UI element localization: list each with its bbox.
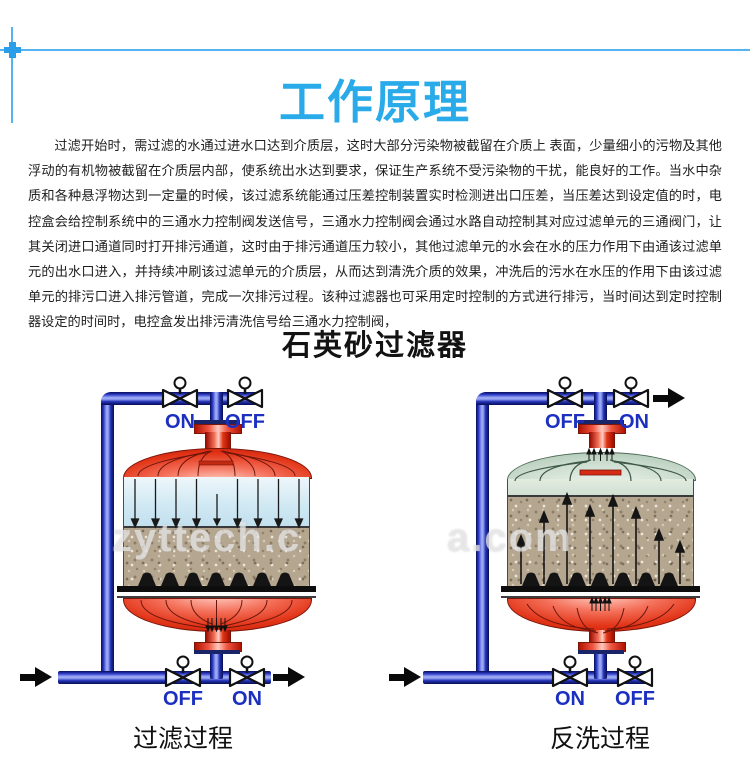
valve-icon [228,655,266,688]
flange-bar [194,420,240,424]
valve-state-label: ON [165,411,195,433]
tank-inlet-pipe [210,392,223,426]
flow-lines-graphic [130,450,304,633]
nozzle-plate [117,592,316,598]
valve-state-label: ON [232,688,262,710]
inflow-arrow-icon [20,667,52,687]
outflow-arrow-icon [273,667,305,687]
tank-inlet-pipe [594,647,607,679]
valve-icon [546,376,584,409]
bottom-neck [205,630,231,642]
nozzle-plate [117,586,316,592]
diagram-caption: 过滤过程 [132,726,233,753]
flow-lines-graphic [514,448,687,634]
valve-icon [551,655,589,688]
valve-icon [616,655,654,688]
top-neck [589,432,615,448]
tank-outlet-pipe [210,647,223,679]
backwash-diagram: OFF ON ON OFF 反洗过程 [389,375,743,764]
left-rule-line [11,27,13,123]
top-rule-line [0,49,750,51]
top-neck [205,432,231,450]
valve-icon [164,655,202,688]
valve-state-label: OFF [545,411,585,433]
watermark-text: zyttech.c [112,516,302,560]
flange-bar [578,650,624,654]
water-band [507,479,694,495]
valve-icon [612,376,650,409]
diagram-caption: 反洗过程 [549,726,650,753]
crosshair-icon [9,42,16,58]
valve-state-label: OFF [225,411,265,433]
tank-outlet-pipe [594,392,607,423]
valve-icon [161,376,199,409]
section-subtitle: 石英砂过滤器 [281,330,468,362]
flange-bar [194,650,240,654]
filtration-diagram: ON OFF OFF ON 过滤过程 [18,375,368,764]
valve-state-label: ON [619,411,649,433]
riser-pipe [101,392,114,684]
nozzle-plate [501,586,700,592]
watermark-text: a.com [447,516,573,560]
valve-icon [226,376,264,409]
valve-state-label: OFF [615,688,655,710]
outflow-arrow-icon [653,388,685,408]
page-title: 工作原理 [279,76,471,128]
flange-bar [578,420,624,424]
sand-media-layer [507,495,694,588]
inflow-arrow-icon [389,667,421,687]
principle-paragraph: 过滤开始时，需过滤的水通过进水口达到介质层，这时大部分污染物被截留在介质上 表面… [28,138,722,330]
valve-state-label: ON [555,688,585,710]
valve-state-label: OFF [163,688,203,710]
bottom-neck [589,630,615,642]
riser-pipe [476,392,489,684]
